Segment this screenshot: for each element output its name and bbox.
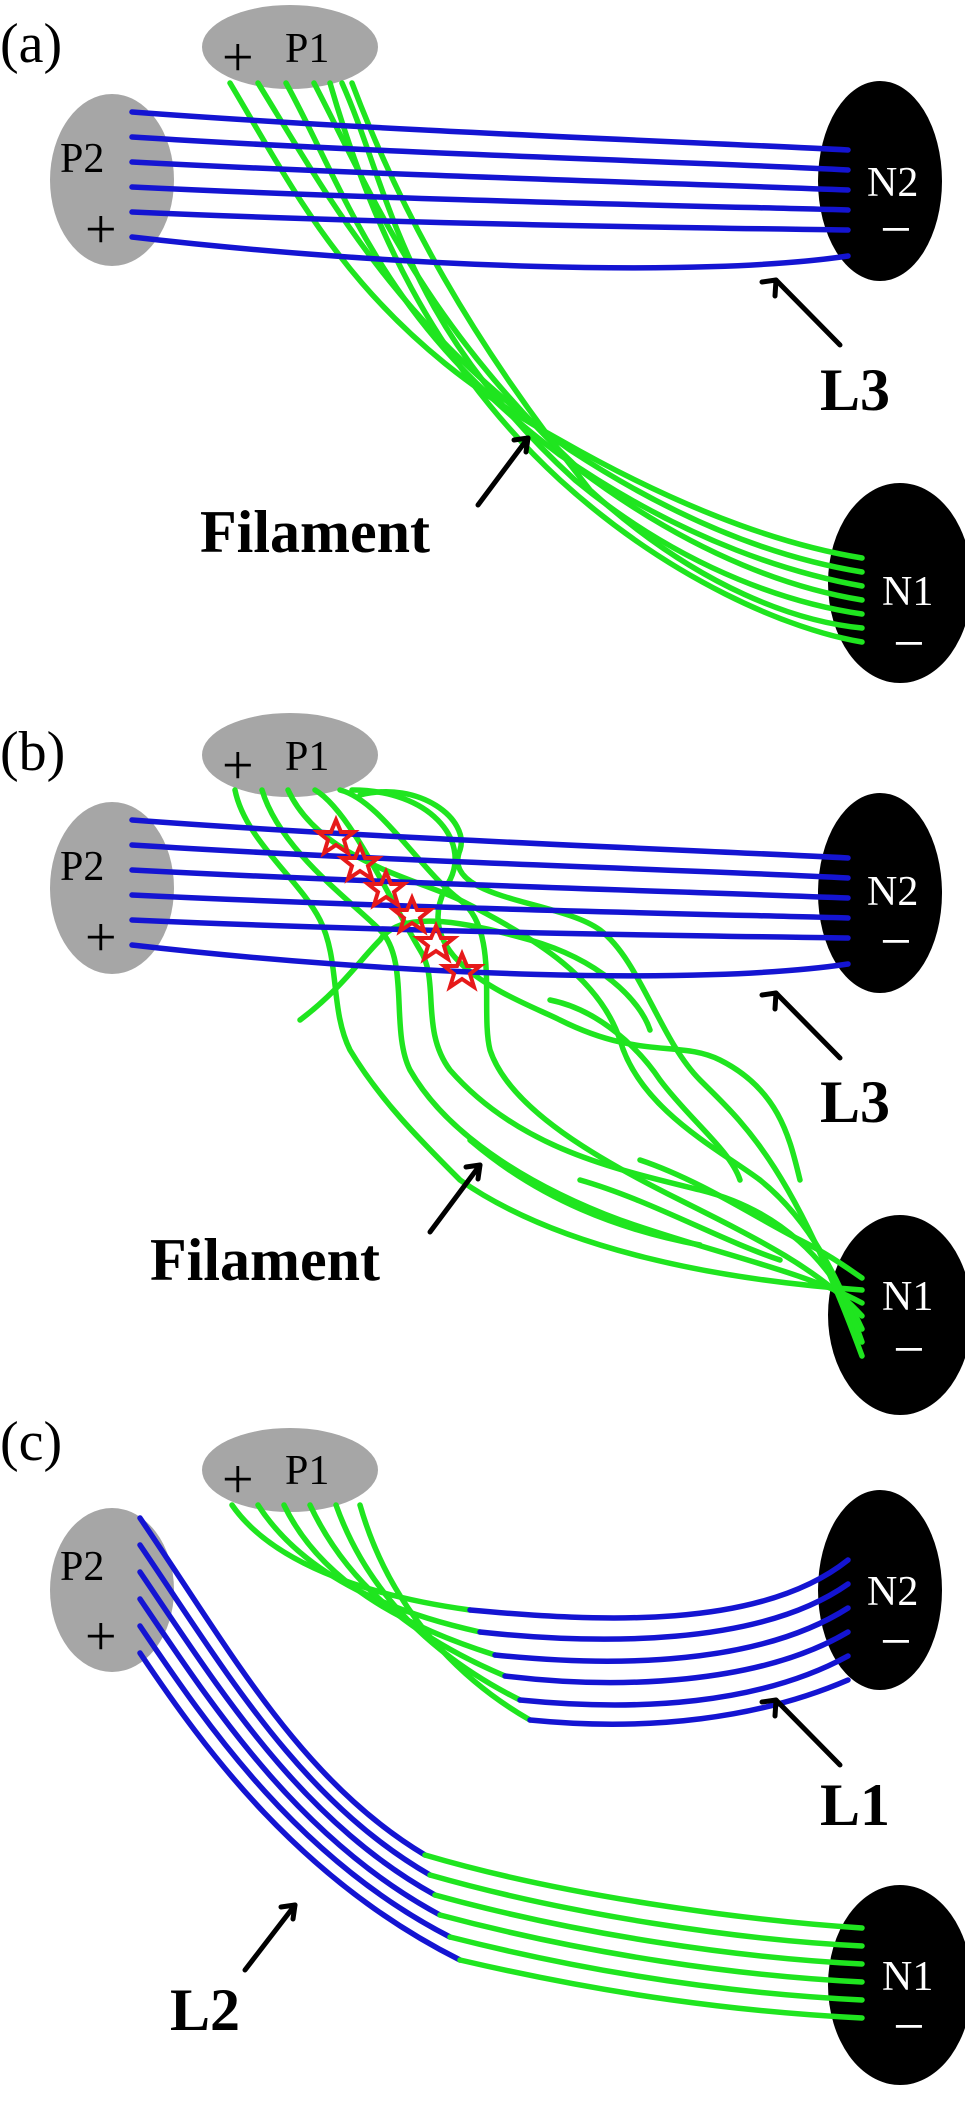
filament-arrow bbox=[427, 1162, 483, 1235]
filament-label: Filament bbox=[150, 1227, 380, 1293]
star-4 bbox=[388, 892, 436, 936]
l2-arrow bbox=[242, 1902, 298, 1973]
n2-sign: − bbox=[880, 199, 912, 261]
loops-l1 bbox=[229, 1502, 851, 1727]
p2-name: P2 bbox=[60, 844, 104, 890]
p2-name: P2 bbox=[60, 1544, 104, 1590]
star-5 bbox=[412, 920, 460, 964]
star-1 bbox=[312, 814, 360, 858]
star-3 bbox=[362, 866, 410, 910]
n2-pole bbox=[818, 1490, 942, 1690]
l3-label: L3 bbox=[820, 1069, 890, 1135]
l3-arrow bbox=[759, 277, 843, 348]
panel-c: (c) bbox=[0, 1411, 965, 2085]
n1-sign: − bbox=[893, 1319, 925, 1381]
p1-pole bbox=[202, 1428, 378, 1512]
p2-sign: + bbox=[85, 907, 117, 969]
panel-b: (b) bbox=[0, 713, 965, 1415]
filament-field-lines bbox=[227, 80, 865, 645]
l1-label: L1 bbox=[820, 1772, 890, 1838]
n1-name: N1 bbox=[882, 569, 933, 615]
l1-arrow bbox=[759, 1697, 843, 1768]
filament-arrow bbox=[475, 435, 531, 508]
p1-name: P1 bbox=[285, 1448, 329, 1494]
n1-sign: − bbox=[893, 613, 925, 675]
panel-label-a: (a) bbox=[0, 13, 62, 75]
p1-pole bbox=[202, 5, 378, 89]
p1-sign: + bbox=[222, 27, 254, 89]
n1-pole bbox=[828, 1885, 965, 2085]
p2-sign: + bbox=[85, 1606, 117, 1668]
n2-name: N2 bbox=[867, 869, 918, 915]
l3-arrow bbox=[759, 990, 843, 1061]
star-2 bbox=[336, 840, 384, 884]
n2-sign: − bbox=[880, 911, 912, 973]
p2-name: P2 bbox=[60, 136, 104, 182]
n1-pole bbox=[828, 1215, 965, 1415]
star-6 bbox=[438, 948, 486, 992]
l2-label: L2 bbox=[170, 1977, 240, 2043]
n1-pole bbox=[828, 483, 965, 683]
p1-pole bbox=[202, 713, 378, 797]
filament-label: Filament bbox=[200, 499, 430, 565]
n1-name: N1 bbox=[882, 1274, 933, 1320]
n1-sign: − bbox=[893, 1996, 925, 2058]
panel-a: (a) + P1 P2 + N2 − bbox=[0, 5, 965, 683]
p1-name: P1 bbox=[285, 734, 329, 780]
overlying-loops-l3 bbox=[129, 109, 851, 271]
n1-name: N1 bbox=[882, 1954, 933, 2000]
p1-sign: + bbox=[222, 1449, 254, 1511]
overlying-loops-l3 bbox=[129, 817, 851, 979]
n2-name: N2 bbox=[867, 1569, 918, 1615]
n2-sign: − bbox=[880, 1611, 912, 1673]
reconnection-stars bbox=[312, 814, 486, 992]
p2-sign: + bbox=[85, 199, 117, 261]
panel-label-c: (c) bbox=[0, 1411, 62, 1473]
p1-sign: + bbox=[222, 735, 254, 797]
loops-l2 bbox=[137, 1515, 865, 2021]
p1-name: P1 bbox=[285, 26, 329, 72]
n2-pole bbox=[818, 793, 942, 993]
panel-label-b: (b) bbox=[0, 721, 65, 783]
n2-name: N2 bbox=[867, 160, 918, 206]
l3-label: L3 bbox=[820, 357, 890, 423]
